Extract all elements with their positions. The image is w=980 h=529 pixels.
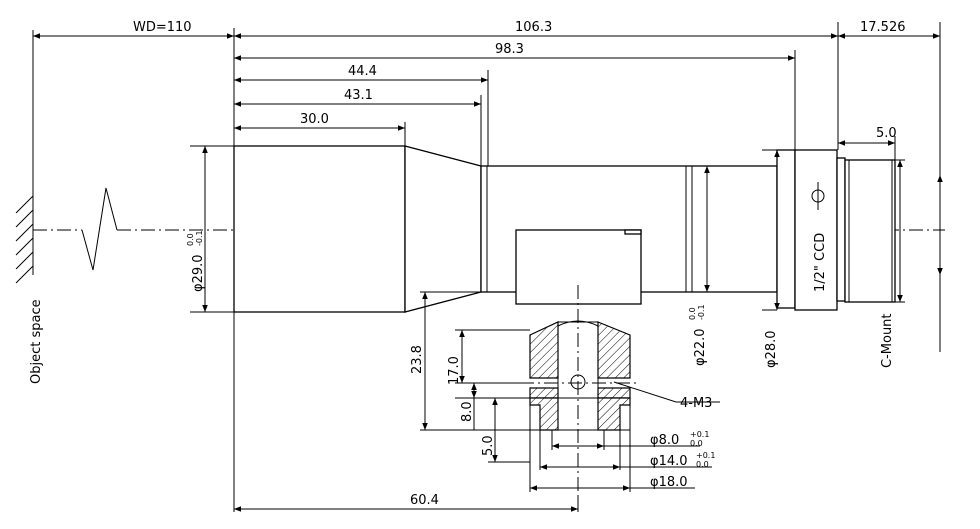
rear-dia-tol-upper: 0.0 bbox=[688, 307, 697, 320]
wd-label: WD=110 bbox=[133, 20, 192, 35]
object-plane: Object space bbox=[15, 30, 44, 384]
front-dia-label: φ29.0 bbox=[191, 254, 206, 292]
dimension-text: WD=110 106.3 17.526 98.3 44.4 43.1 30.0 … bbox=[133, 20, 906, 508]
mount-lower-label: 5.0 bbox=[481, 435, 496, 456]
lens-body bbox=[233, 145, 896, 313]
c-mount-thread bbox=[836, 157, 846, 302]
dimension-lines bbox=[33, 33, 940, 512]
focus-ring bbox=[794, 149, 838, 311]
front-barrel-label: 30.0 bbox=[300, 112, 329, 127]
mount-height-label: 23.8 bbox=[410, 345, 425, 374]
total-length-label: 106.3 bbox=[515, 20, 552, 35]
hole-dia-label: φ8.0 bbox=[650, 433, 679, 448]
ground-hatch bbox=[15, 195, 34, 284]
rear-dia-tol-lower: -0.1 bbox=[697, 304, 706, 320]
cone-section bbox=[404, 145, 482, 313]
front-dia-tol-upper: 0.0 bbox=[186, 233, 195, 246]
screw-leader bbox=[613, 381, 720, 403]
hole-dia-tol-lower: 0.0 bbox=[690, 439, 703, 448]
rear-step bbox=[776, 149, 796, 309]
vertical-dimension-lines bbox=[202, 146, 943, 462]
flange-dia-label: φ28.0 bbox=[764, 330, 779, 368]
flange-offset-label: 17.526 bbox=[860, 20, 906, 35]
object-space-label: Object space bbox=[29, 299, 44, 384]
hole-dia-tol-upper: +0.1 bbox=[690, 430, 709, 439]
mount-position-label: 60.4 bbox=[410, 493, 439, 508]
c-mount-thread-label: 5.0 bbox=[876, 126, 897, 141]
rear-dia-label: φ22.0 bbox=[693, 328, 708, 366]
front-dia-tol-lower: -0.1 bbox=[195, 230, 204, 246]
cone-start-label: 43.1 bbox=[344, 88, 373, 103]
screw-label: 4-M3 bbox=[680, 396, 712, 411]
counterbore-dia-label: φ14.0 bbox=[650, 454, 688, 469]
counterbore-tol-lower: 0.0 bbox=[696, 460, 709, 469]
mount-dia-label: φ18.0 bbox=[650, 475, 688, 490]
mount-upper-label: 8.0 bbox=[460, 401, 475, 422]
sensor-label: 1/2" CCD bbox=[813, 233, 828, 292]
mount-center-label: 17.0 bbox=[447, 356, 462, 385]
body-length-label: 98.3 bbox=[495, 42, 524, 57]
front-length-label: 44.4 bbox=[348, 64, 377, 79]
counterbore-tol-upper: +0.1 bbox=[696, 451, 715, 460]
c-mount-face bbox=[844, 159, 896, 303]
c-mount-label: C-Mount bbox=[880, 313, 895, 368]
mount-section bbox=[520, 285, 640, 495]
extension-lines bbox=[190, 22, 941, 512]
front-barrel bbox=[233, 145, 406, 313]
